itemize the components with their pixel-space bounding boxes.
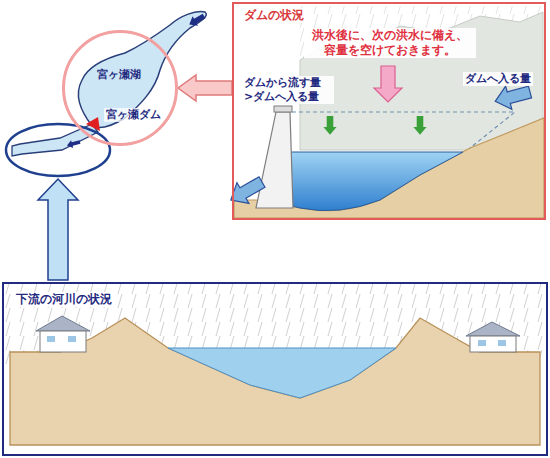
- reservoir-water: [291, 152, 463, 211]
- level-arrow: [413, 116, 426, 135]
- note-text: 洪水後に、次の洪水に備え、 容量を空けておきます。: [304, 28, 476, 58]
- lake-shape: [78, 12, 206, 128]
- inflow-arrow: [187, 11, 207, 29]
- dam-panel: ダムの状況洪水後に、次の洪水に備え、 容量を空けておきます。ダムから流す量 >ダ…: [232, 2, 546, 220]
- river-water: [168, 348, 396, 398]
- dam-crest: [274, 106, 292, 112]
- previous-water: [292, 112, 515, 148]
- block-arrow: [178, 75, 232, 101]
- lake-name: 宮ヶ瀬湖: [97, 68, 141, 82]
- pointer-arrow: [38, 179, 78, 280]
- flow-arrow: [66, 138, 81, 149]
- dam-body: [256, 112, 293, 208]
- house-window: [498, 340, 506, 346]
- dam-name: 宮ヶ瀬ダム: [104, 108, 163, 122]
- release-arrow: [374, 66, 402, 102]
- flow-label: ダムから流す量 >ダムへ入る量: [242, 76, 334, 104]
- river-panel: 下流の河川の状況: [2, 282, 548, 456]
- house: [40, 331, 86, 352]
- house: [470, 336, 516, 352]
- flow-label: ダムへ入る量: [463, 72, 533, 86]
- mountain: [300, 12, 543, 150]
- house-window: [68, 336, 76, 342]
- river-bank: [10, 318, 540, 445]
- panel-title: ダムの状況: [242, 8, 306, 23]
- house-window: [47, 336, 55, 342]
- house-window: [478, 340, 486, 346]
- circle-outline: [62, 30, 178, 146]
- house-roof: [466, 322, 520, 336]
- house-roof: [36, 316, 90, 331]
- map-circle: 宮ヶ瀬湖宮ヶ瀬ダム: [62, 30, 178, 146]
- downstream-ellipse: [6, 124, 110, 176]
- panel-title: 下流の河川の状況: [14, 292, 114, 307]
- level-arrow: [323, 116, 336, 135]
- circle-outline: [64, 32, 177, 145]
